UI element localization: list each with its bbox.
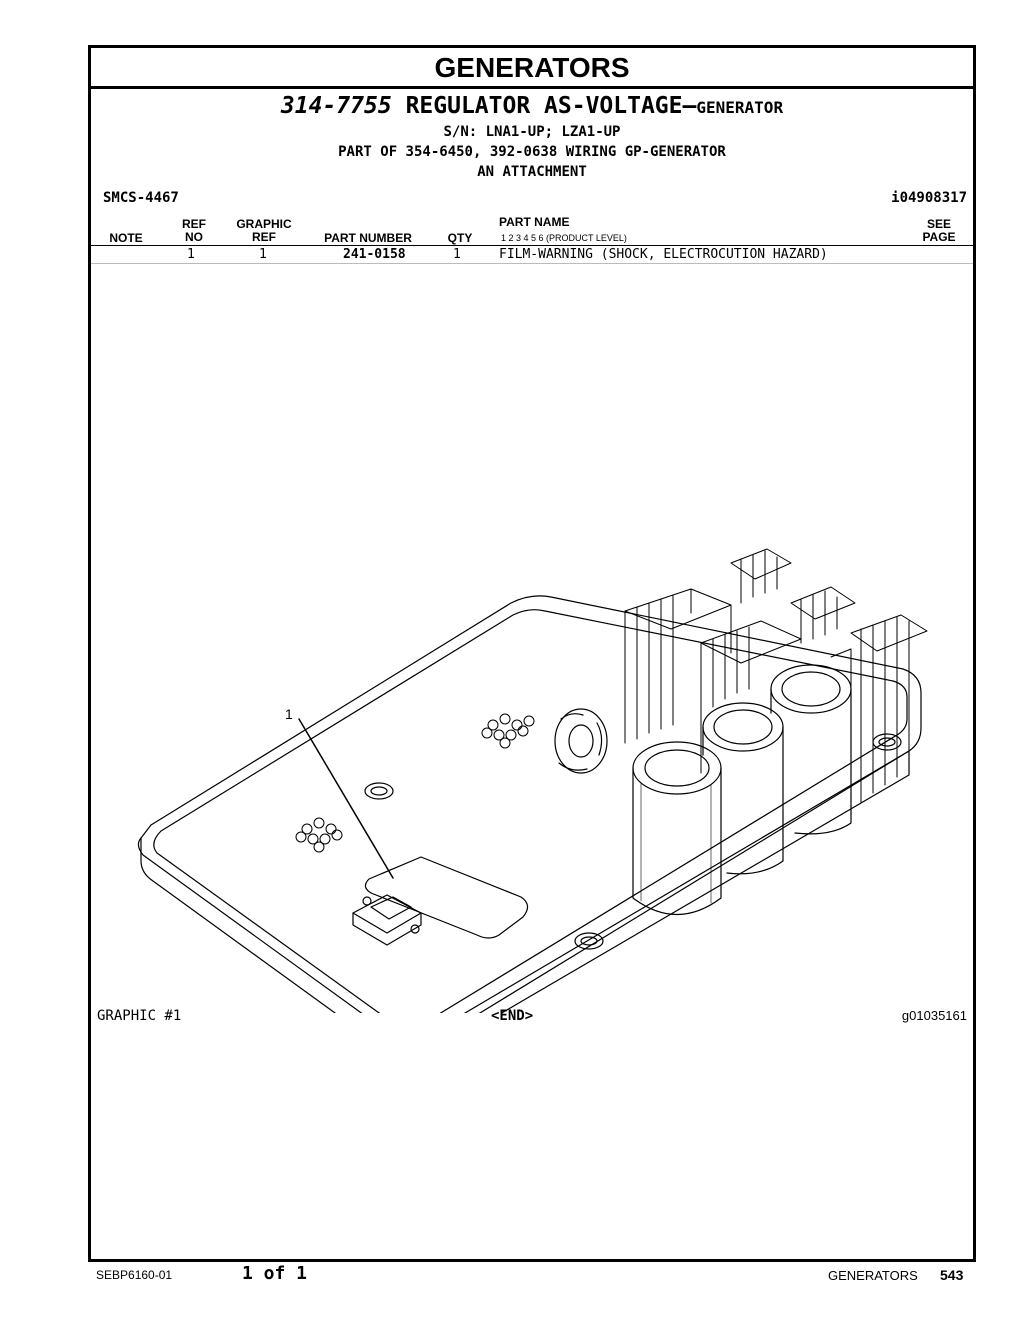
header-part-number: PART NUMBER bbox=[324, 231, 412, 245]
row-ref-no: 1 bbox=[187, 247, 195, 262]
header-ref-no-line1: REF bbox=[182, 217, 206, 231]
graphic-caption: GRAPHIC #1 bbox=[97, 1008, 182, 1024]
hole-bottom bbox=[574, 932, 604, 950]
part-title: 314-7755 REGULATOR AS-VOLTAGE—GENERATOR bbox=[91, 93, 973, 119]
page-of: 1 of 1 bbox=[242, 1263, 308, 1284]
capacitor-middle bbox=[702, 702, 784, 875]
header-ref-no: REF NO bbox=[169, 218, 219, 244]
capacitor-rear bbox=[770, 664, 852, 835]
hole-left bbox=[364, 782, 394, 800]
capacitor-front bbox=[632, 741, 722, 915]
callout-number: 1 bbox=[285, 706, 293, 722]
heat-sink-rear bbox=[624, 548, 792, 744]
row-rule bbox=[91, 263, 973, 264]
header-qty: QTY bbox=[447, 231, 473, 245]
attachment-line: AN ATTACHMENT bbox=[477, 164, 587, 180]
base-plate-outer bbox=[150, 595, 922, 1013]
base-plate-bottom bbox=[137, 750, 910, 1013]
terminal-cluster-left bbox=[295, 817, 343, 853]
row-qty: 1 bbox=[453, 247, 461, 262]
header-note: NOTE bbox=[109, 231, 143, 245]
footer-section: GENERATORS bbox=[828, 1268, 918, 1283]
toroid-coil bbox=[554, 708, 608, 774]
header-graphic-ref-line1: GRAPHIC bbox=[236, 217, 292, 231]
callout-leader bbox=[298, 718, 394, 879]
title-name: REGULATOR AS-VOLTAGE bbox=[405, 93, 683, 119]
terminal-cluster-top bbox=[481, 713, 535, 749]
part-of-line: PART OF 354-6450, 392-0638 WIRING GP-GEN… bbox=[338, 144, 726, 160]
row-part-number: 241-0158 bbox=[343, 247, 406, 262]
title-dash: — bbox=[682, 93, 697, 119]
title-part-number: 314-7755 bbox=[280, 93, 392, 119]
page-frame: GENERATORS 314-7755 REGULATOR AS-VOLTAGE… bbox=[88, 45, 976, 1262]
smcs-code: SMCS-4467 bbox=[103, 190, 179, 206]
heat-sink-middle bbox=[700, 586, 856, 774]
connector bbox=[352, 894, 422, 946]
header-product-level: 1 2 3 4 5 6 (PRODUCT LEVEL) bbox=[501, 233, 627, 243]
title-sub: GENERATOR bbox=[696, 98, 784, 117]
header-see-page-line2: PAGE bbox=[922, 230, 956, 244]
header-graphic-ref-line2: REF bbox=[252, 230, 276, 244]
header-graphic-ref: GRAPHIC REF bbox=[229, 218, 299, 244]
doc-number: SEBP6160-01 bbox=[96, 1268, 173, 1282]
header-see-page-line1: SEE bbox=[926, 217, 951, 231]
base-plate-inner bbox=[153, 609, 908, 1013]
graphic-id: g01035161 bbox=[901, 1008, 967, 1023]
header-ref-no-line2: NO bbox=[185, 230, 203, 244]
regulator-illustration: 1 bbox=[137, 548, 928, 1013]
serial-numbers: S/N: LNA1-UP; LZA1-UP bbox=[443, 124, 621, 140]
row-part-name: FILM-WARNING (SHOCK, ELECTROCUTION HAZAR… bbox=[499, 247, 828, 262]
header-part-name: PART NAME bbox=[499, 215, 570, 229]
header-rule bbox=[91, 245, 973, 246]
heat-sink-front bbox=[830, 614, 928, 814]
header-see-page: SEE PAGE bbox=[909, 218, 969, 244]
end-marker: <END> bbox=[491, 1008, 534, 1024]
page-number: 543 bbox=[940, 1267, 964, 1283]
illustration-id: i04908317 bbox=[891, 190, 967, 206]
warning-film-decal bbox=[364, 856, 529, 939]
row-graphic-ref: 1 bbox=[259, 247, 267, 262]
section-title: GENERATORS bbox=[91, 48, 973, 89]
